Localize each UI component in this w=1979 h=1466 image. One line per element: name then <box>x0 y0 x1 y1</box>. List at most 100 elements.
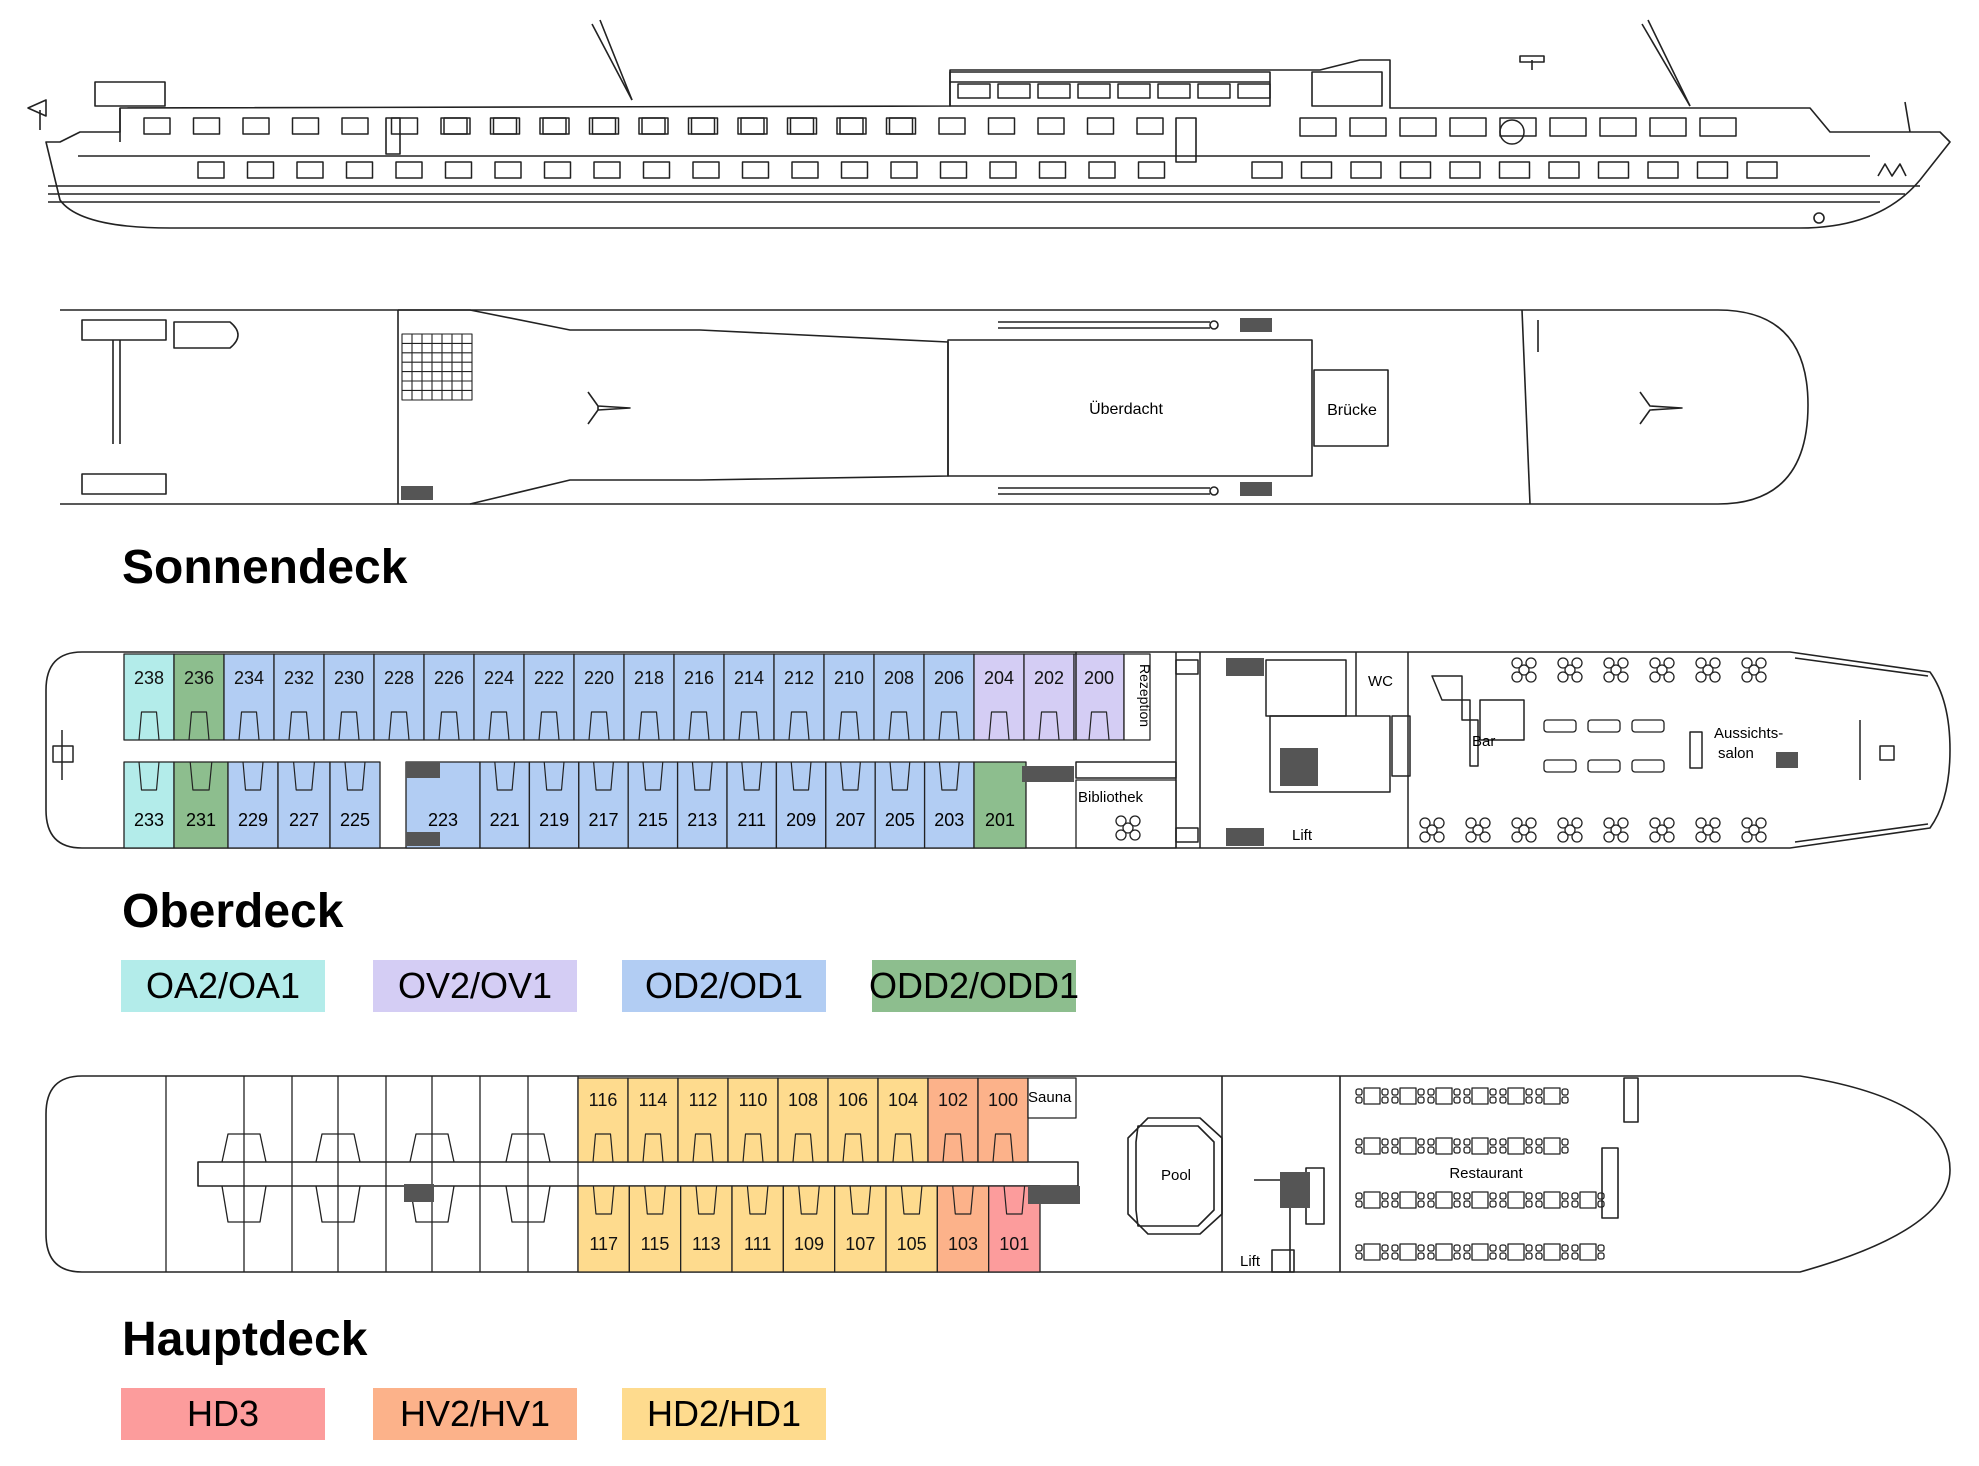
cabin-room <box>628 1185 682 1273</box>
bathroom-outline <box>221 1133 267 1163</box>
bathroom-outline <box>188 711 210 741</box>
bathroom-outline <box>592 1133 614 1163</box>
chair <box>1597 1192 1605 1200</box>
cabin-number: 217 <box>588 810 618 830</box>
sofa <box>1543 719 1577 733</box>
chair <box>1355 1146 1363 1154</box>
bathroom-outline <box>849 1185 872 1215</box>
cabin-room <box>277 761 331 849</box>
bridge-window <box>957 83 991 99</box>
cabin: 201 <box>973 761 1027 849</box>
cabin-room <box>1073 653 1125 741</box>
restaurant-table <box>1463 1087 1497 1105</box>
porthole <box>989 161 1017 179</box>
porthole <box>593 161 621 179</box>
chair <box>1663 671 1675 683</box>
porthole <box>1251 161 1283 179</box>
cabin-number: 113 <box>692 1234 721 1254</box>
sofa <box>1587 719 1621 733</box>
sofa <box>1587 759 1621 773</box>
bridge-window <box>997 83 1031 99</box>
bridge-window <box>1037 83 1071 99</box>
bathroom-outline <box>438 711 460 741</box>
restaurant-table <box>1463 1191 1497 1209</box>
cabin-number: 220 <box>584 668 614 688</box>
cabin: 211 <box>726 761 778 849</box>
oberdeck-aft <box>52 652 1895 848</box>
cabin-number: 232 <box>284 668 314 688</box>
cabin: 108 <box>777 1077 829 1163</box>
chair <box>1499 1138 1507 1146</box>
cabin-number: 230 <box>334 668 364 688</box>
label-bar: Bar <box>1472 733 1495 750</box>
legend-hv: HV2/HV1 <box>373 1388 577 1440</box>
cabin-number: 227 <box>289 810 319 830</box>
porthole <box>741 161 770 179</box>
bathroom-outline <box>642 761 664 791</box>
cabin-number: 110 <box>739 1090 768 1110</box>
legend-hd: HD2/HD1 <box>622 1388 826 1440</box>
chair <box>1525 1138 1533 1146</box>
table <box>1115 815 1141 841</box>
bathroom-outline <box>746 1185 769 1215</box>
porthole <box>1548 161 1580 179</box>
cabin: 112 <box>677 1077 729 1163</box>
cabin-number: 107 <box>845 1234 875 1254</box>
bathroom-outline <box>388 711 410 741</box>
cabin-number: 218 <box>634 668 664 688</box>
cabin-number: 102 <box>938 1090 968 1110</box>
bridge-window <box>1197 83 1231 99</box>
bathroom-outline <box>889 761 911 791</box>
hauptdeck-stairs <box>404 1172 1310 1208</box>
restaurant-table <box>1499 1191 1533 1209</box>
bathroom-outline <box>691 761 713 791</box>
chair <box>1571 1200 1579 1208</box>
chair <box>1433 831 1445 843</box>
cabin-room <box>874 761 926 849</box>
table <box>1419 817 1445 843</box>
chair <box>1463 1138 1471 1146</box>
cabin-number: 207 <box>835 810 865 830</box>
oberdeck-hull <box>45 651 1951 849</box>
chair <box>1453 1244 1461 1252</box>
cabin: 228 <box>373 653 425 741</box>
chair <box>1511 671 1523 683</box>
cabin: 232 <box>273 653 325 741</box>
cabin: 222 <box>523 653 575 741</box>
table-top <box>1543 1191 1561 1209</box>
cabin-room <box>1023 653 1075 741</box>
table-top <box>1363 1243 1381 1261</box>
table <box>1649 817 1675 843</box>
window <box>641 117 669 135</box>
chair <box>1115 829 1127 841</box>
cabin-room <box>973 761 1027 849</box>
bathroom-outline <box>494 761 516 791</box>
chair <box>1561 1146 1569 1154</box>
cabin-room <box>775 761 827 849</box>
chair <box>1427 1252 1435 1260</box>
window <box>1349 117 1387 137</box>
chair <box>1561 1096 1569 1104</box>
cabin-room <box>423 653 475 741</box>
cabin: 212 <box>773 653 825 741</box>
cabin: 220 <box>573 653 625 741</box>
bathroom-outline <box>543 761 565 791</box>
cabin: 116 <box>577 1077 629 1163</box>
label-lift-haupt: Lift <box>1240 1253 1261 1270</box>
chair <box>1755 671 1767 683</box>
legend-od: OD2/OD1 <box>622 960 826 1012</box>
window <box>789 117 818 135</box>
cabin-number: 216 <box>684 668 714 688</box>
chair <box>1499 1146 1507 1154</box>
window <box>489 117 518 135</box>
chair <box>1525 1192 1533 1200</box>
cabin-number: 204 <box>984 668 1014 688</box>
window <box>1136 117 1164 135</box>
chair <box>1741 831 1753 843</box>
porthole <box>890 161 918 179</box>
table-top <box>1702 824 1714 836</box>
chair <box>1419 831 1431 843</box>
cabin: 204 <box>973 653 1025 741</box>
table-top <box>1435 1243 1453 1261</box>
